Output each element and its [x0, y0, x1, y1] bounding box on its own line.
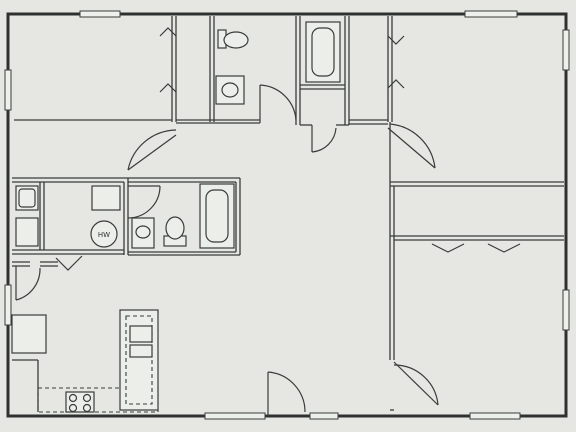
window-left-lower	[4, 284, 12, 326]
door-bedroom-3	[393, 361, 439, 406]
water-heater	[90, 220, 118, 248]
door-bedroom-2	[387, 127, 436, 169]
windows	[4, 10, 570, 420]
toilet-2	[165, 216, 185, 240]
kitchen-sink	[129, 325, 153, 343]
doors	[15, 27, 521, 416]
window-right-lower	[562, 289, 570, 331]
dryer	[15, 217, 39, 247]
refrigerator	[11, 314, 47, 354]
window-top-right	[464, 10, 518, 18]
cabinet	[91, 185, 121, 211]
window-top-left	[79, 10, 121, 18]
toilet-1	[223, 31, 249, 49]
window-right-upper	[562, 29, 570, 71]
water-heater-label: HW	[98, 231, 110, 239]
door-bedroom-1	[127, 134, 177, 171]
exterior-walls	[6, 12, 568, 418]
fixtures: HW	[11, 21, 341, 413]
window-bottom-center	[204, 412, 266, 420]
window-bottom-right	[469, 412, 521, 420]
window-bottom-small	[309, 412, 339, 420]
window-left-upper	[4, 69, 12, 111]
interior-walls	[12, 16, 564, 411]
